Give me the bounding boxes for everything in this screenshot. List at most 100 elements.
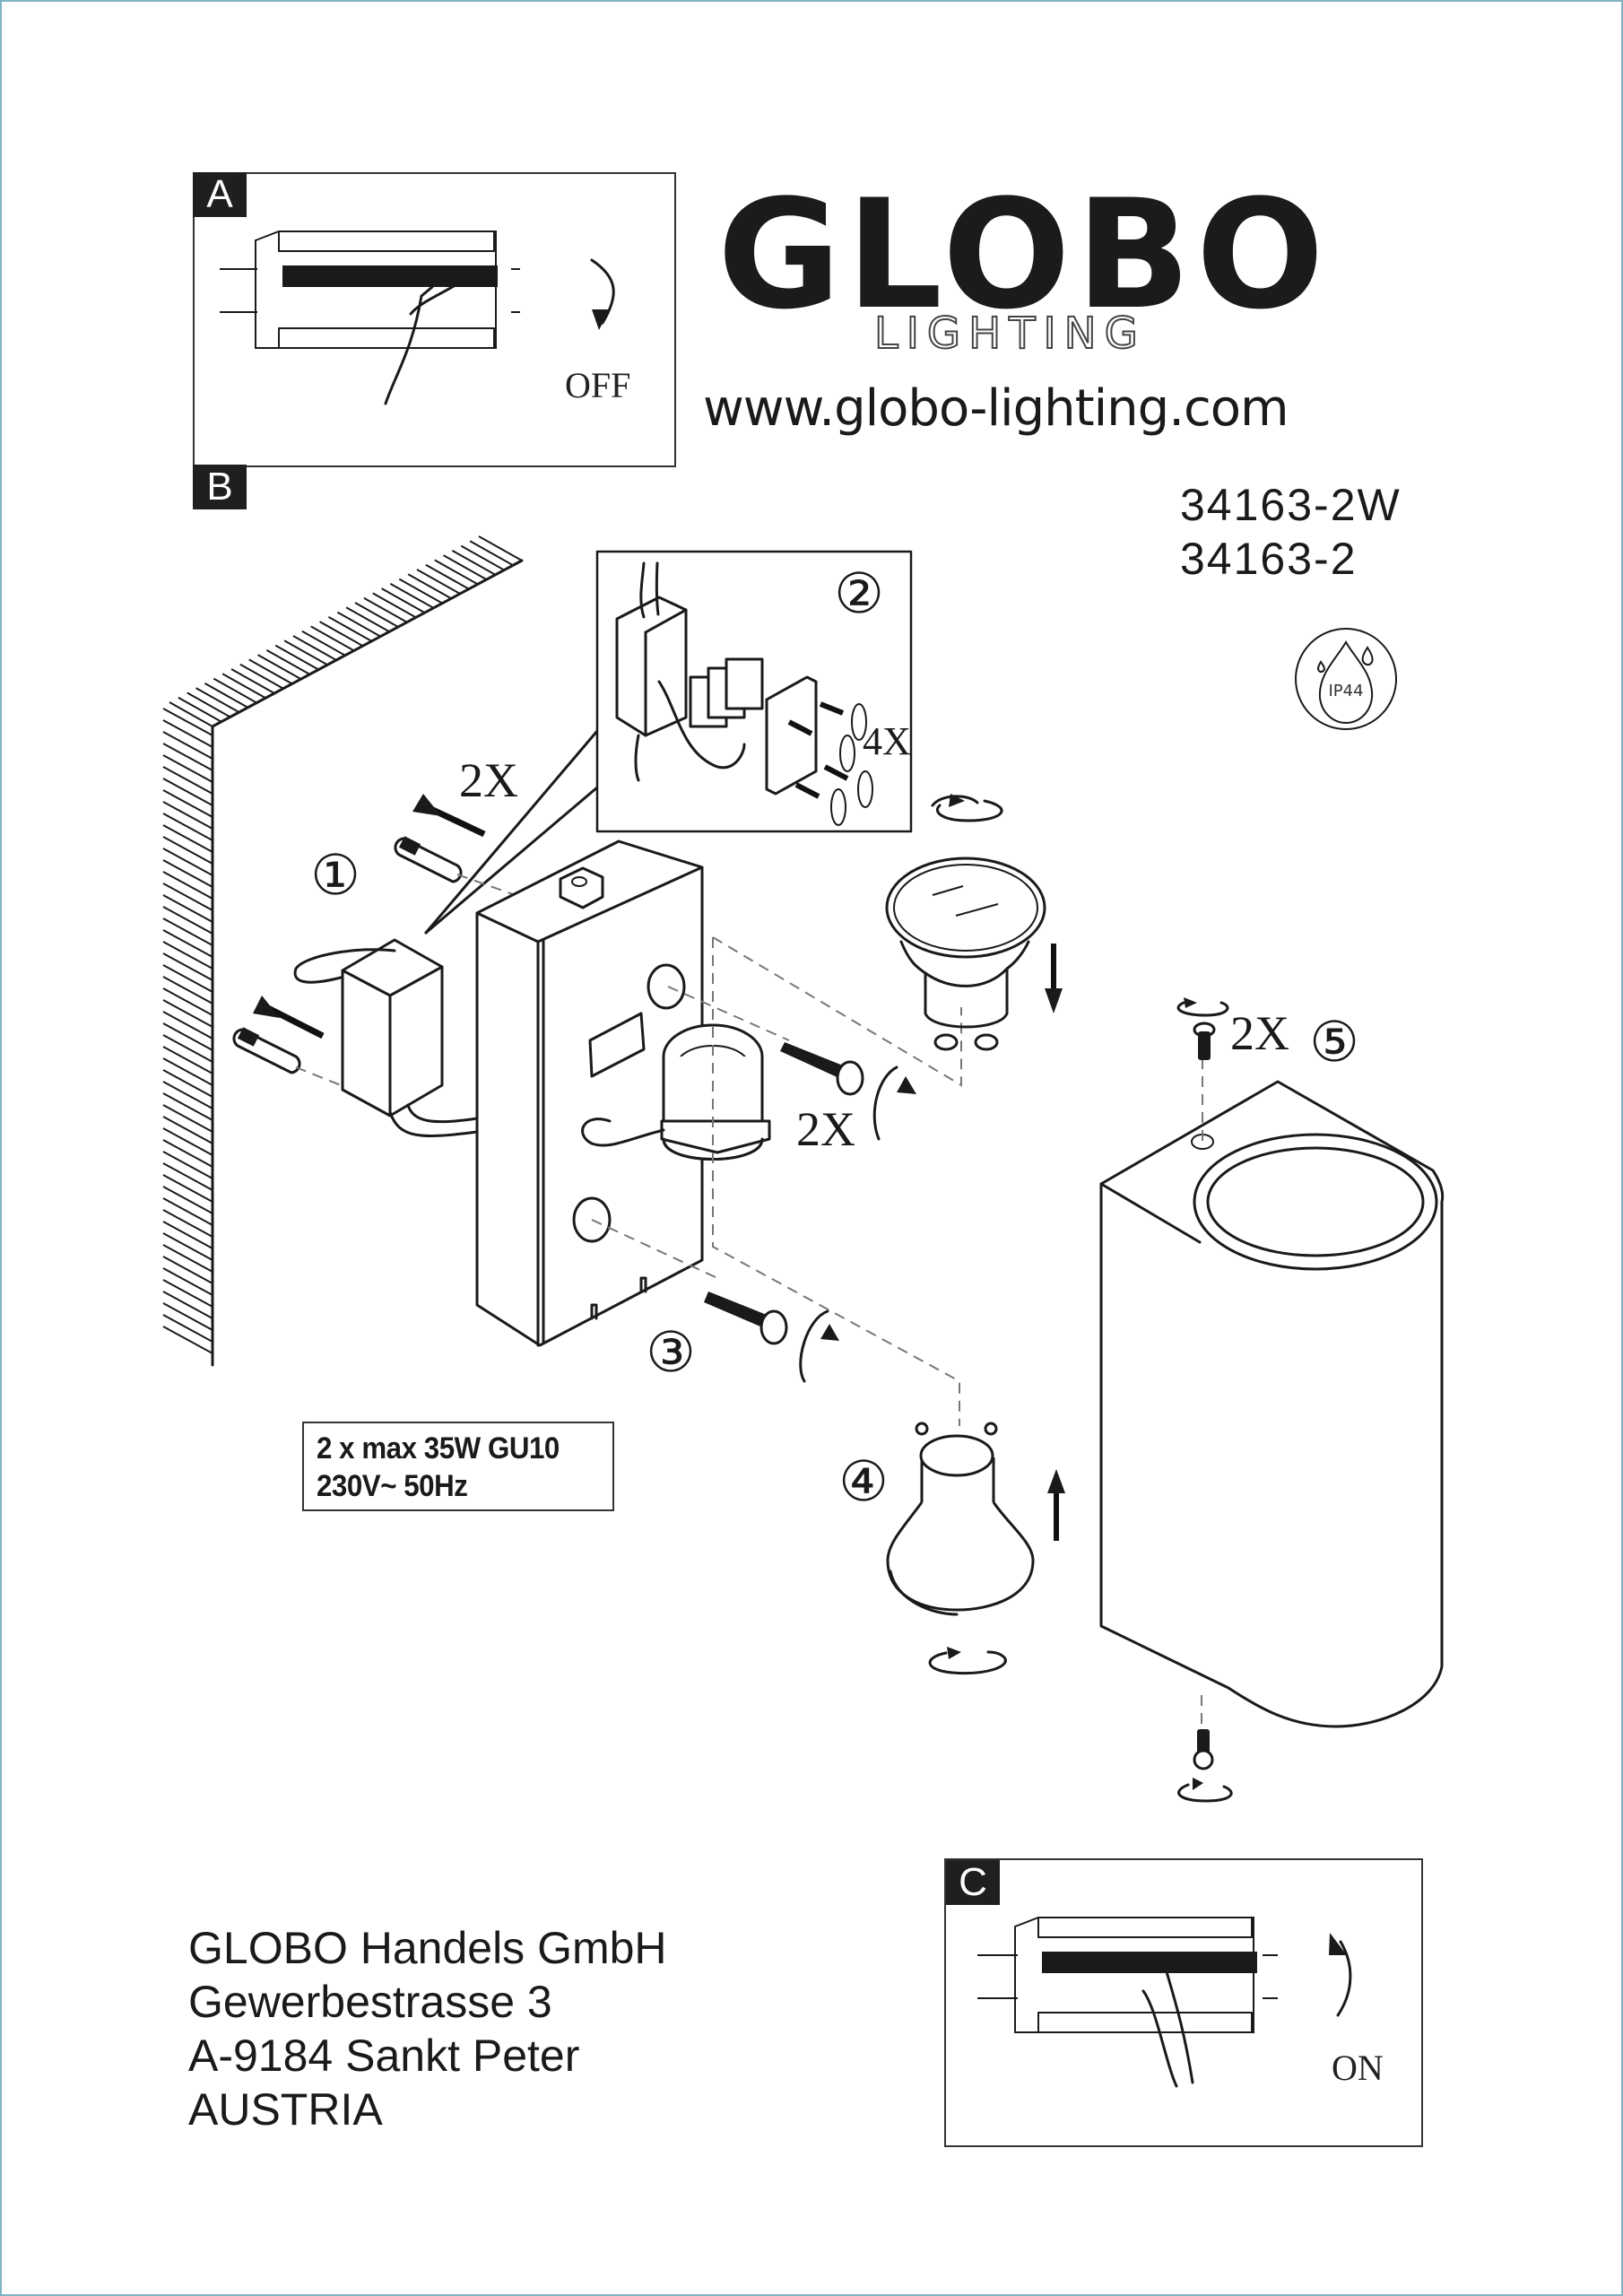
panel-c-switch-on [944,1858,1423,2147]
wall-hatch-line [230,668,275,694]
wall-hatch-line [162,976,213,1004]
wall-hatch-line [162,1197,213,1226]
step-5-quantity: 2X [1230,1006,1289,1060]
address-street: Gewerbestrasse 3 [188,1977,552,2027]
step-2-quantity: 4X [863,719,911,763]
model-number: 34163-2 [1180,534,1358,584]
wall-hatch-line [162,1104,213,1133]
wall-hatch-line [469,540,514,567]
wall-hatch-line [162,1116,213,1144]
wall-hatch-line [162,1221,213,1249]
wall-hatch-line [162,813,213,841]
wall-hatch-line [162,894,213,923]
wall-hatch-line [425,563,470,590]
breaker-panel-c [977,1917,1278,2033]
wall-hatch-line [478,535,523,561]
wall-hatch-line [162,1256,213,1284]
wall-hatch-line [162,1162,213,1191]
wall-hatch-line [162,999,213,1028]
wall-hatch-line [162,731,213,760]
wall-hatch-line [363,596,408,623]
wall-hatch-line [162,1326,213,1354]
wall-hatch-line [162,1302,213,1331]
wall-hatch-line [162,766,213,795]
wall-hatch-line [162,801,213,830]
wall-hatch-line [443,554,488,581]
wall-hatch-line [162,871,213,900]
wall-hatch-line [162,1151,213,1179]
wall-hatch-line [178,696,222,723]
panel-a-caption: OFF [565,365,631,405]
wall-hatch-line [162,1314,213,1343]
wall-hatch-line [162,1034,213,1063]
wall-hatch-line [162,883,213,911]
wall-hatch-line [372,592,417,619]
address-country: AUSTRIA [188,2084,383,2135]
company-address: GLOBO Handels GmbH Gewerbestrasse 3 A-91… [188,1921,667,2136]
wall-hatch-line [319,621,364,648]
step-5-number: ⑤ [1309,1013,1359,1074]
wall-hatch-line [187,691,231,718]
step-3-number: ③ [646,1323,696,1384]
step-1-number: ① [310,846,360,907]
wall-hatch-line [460,544,505,571]
wall-hatch-line [169,701,213,727]
wall-hatch-line [162,1057,213,1086]
wall-plug [232,996,325,1074]
step-1-quantity: 2X [459,753,518,807]
gu10-bulb-bottom [886,1422,1065,1675]
wall-hatch-line [389,582,434,609]
wall-hatch-line [162,1092,213,1121]
wall-hatch-line [162,1232,213,1261]
wall-hatch-line [162,918,213,946]
brand-logo-sub: LIGHTING [873,309,1146,359]
wall-hatch-line [162,789,213,818]
spec-wattage: 2 x max 35W GU10 [317,1431,560,1465]
step-3-quantity: 2X [796,1102,855,1156]
wall-hatch-line [162,1139,213,1168]
panel-a-tag: A [193,172,247,217]
wall-hatch-line [162,1011,213,1039]
wall-hatch-line [336,611,381,638]
wall-plug [394,794,486,883]
wall-hatch-line [162,1069,213,1098]
wall-hatch-line [162,1244,213,1273]
wall-hatch-line [248,658,293,685]
gu10-bulb-top [885,794,1063,1051]
wall-hatch-line [162,906,213,935]
address-company: GLOBO Handels GmbH [188,1923,667,1973]
step-2-number: ② [834,564,884,625]
wall-hatch-line [162,824,213,853]
wall-hatch-line [434,559,479,586]
wall-hatch-line [162,754,213,783]
wall-hatch-line [162,929,213,958]
wall-hatch-line [451,549,496,576]
wall-hatch-line [381,587,426,614]
panel-c-tag: C [946,1860,1000,1905]
wall-hatch-line [327,615,372,642]
brand-logo: GLOBO [717,167,1330,343]
wall-hatch-line [354,602,399,628]
wall-hatch-line [345,606,390,633]
step-4-number: ④ [838,1452,889,1513]
wall-hatch-line [204,682,248,709]
spec-voltage: 230V~ 50Hz [317,1469,468,1503]
wall-hatch [211,559,524,1367]
wall-hatch-line [274,644,319,671]
wall-hatch-line [301,630,346,657]
screw [704,1292,839,1383]
lamp-housing [1099,997,1445,1803]
wall-hatch-line [162,964,213,993]
wall-hatch-line [407,573,452,600]
wall-hatch-line [162,1279,213,1308]
wall-hatch-line [162,778,213,806]
wall-hatch-line [162,1267,213,1296]
wall-hatch-line [162,1127,213,1156]
wall-hatch-line [162,859,213,888]
wall-hatch-line [162,1174,213,1203]
wall-hatch-line [265,648,310,675]
panel-b-tag: B [193,465,247,509]
